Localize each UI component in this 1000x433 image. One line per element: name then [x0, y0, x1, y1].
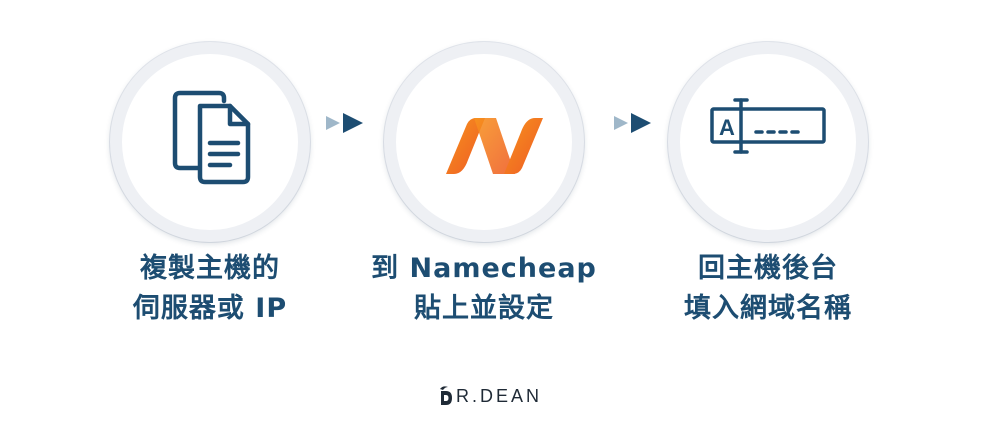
brand-name: R.DEAN — [456, 385, 543, 406]
step-2-line1: 到 Namecheap — [371, 253, 597, 284]
step-2-label: 到 Namecheap 貼上並設定 — [344, 249, 624, 329]
step-1-label: 複製主機的 伺服器或 IP — [70, 249, 350, 329]
step-3-label: 回主機後台 填入網域名稱 — [628, 249, 908, 329]
dr-dean-logo: R.DEAN — [438, 383, 548, 409]
namecheap-logo-icon — [446, 118, 543, 174]
copy-document-icon — [172, 90, 251, 185]
field-letter: A — [719, 115, 735, 140]
text-field-cursor-icon: A — [710, 98, 826, 154]
arrow-right-icon-1 — [326, 113, 363, 133]
step-3-line1: 回主機後台 — [698, 253, 838, 284]
step-2-line2: 貼上並設定 — [414, 293, 554, 324]
step-3-line2: 填入網域名稱 — [684, 293, 852, 324]
step-1-line1: 複製主機的 — [140, 253, 280, 284]
arrow-right-icon-2 — [614, 113, 651, 133]
dr-dean-mark-icon — [440, 386, 452, 405]
step-1-line2: 伺服器或 IP — [132, 293, 288, 324]
